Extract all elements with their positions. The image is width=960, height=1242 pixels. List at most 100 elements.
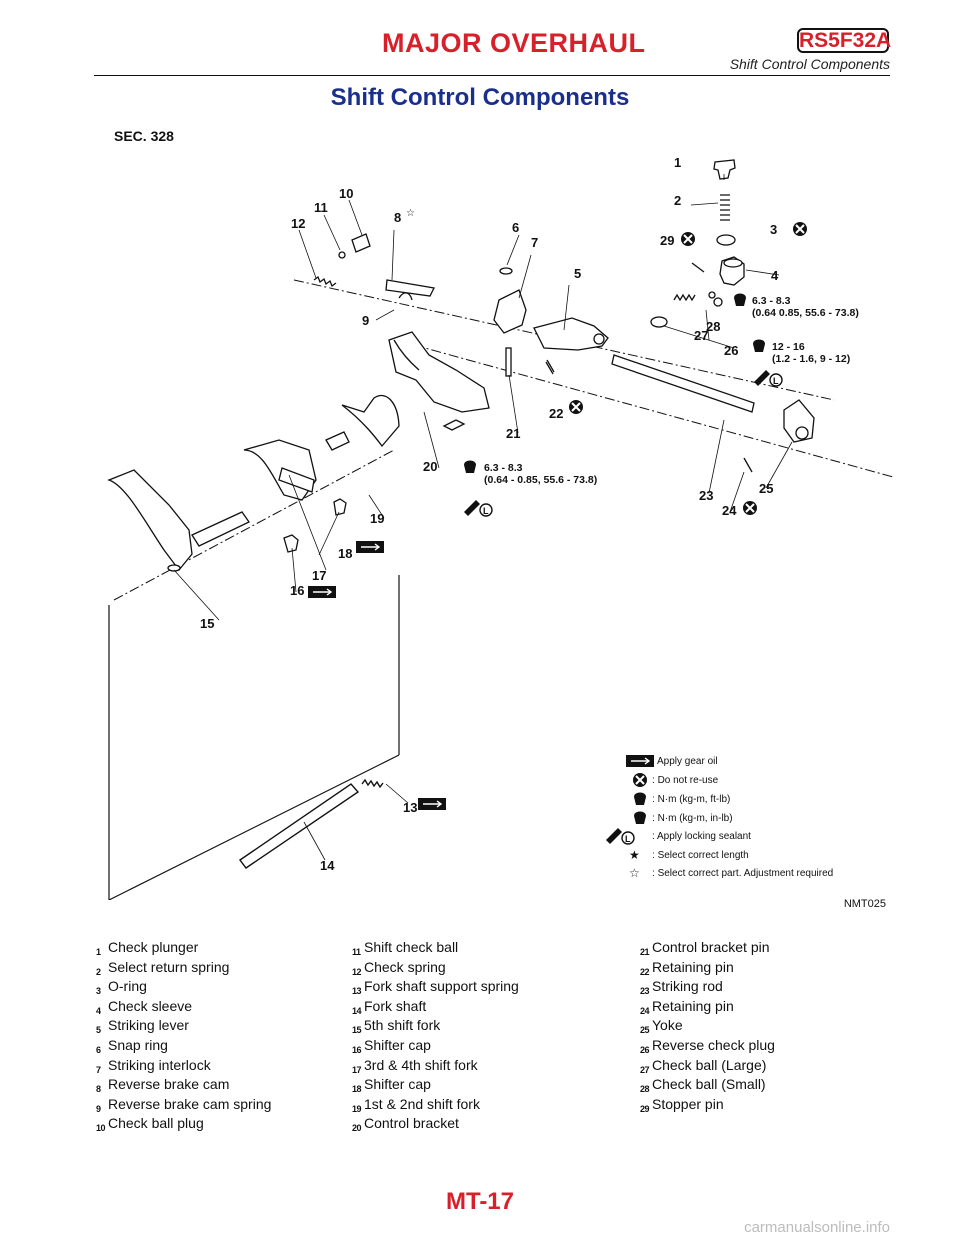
list-item: 5 Striking lever — [96, 1017, 271, 1037]
list-item: 2 Select return spring — [96, 959, 271, 979]
torque-callout-2-range: (1.2 - 1.6, 9 - 12) — [772, 353, 850, 365]
part-name: Striking interlock — [108, 1056, 211, 1073]
part-number: 23 — [640, 986, 650, 997]
svg-text:19: 19 — [370, 511, 384, 526]
svg-text:8: 8 — [394, 210, 401, 225]
svg-text:3: 3 — [770, 222, 777, 237]
part-number: 25 — [640, 1025, 650, 1036]
part-name: Shifter cap — [364, 1036, 431, 1053]
part-name: Check ball plug — [108, 1115, 204, 1132]
torque-callout-1-value: 6.3 - 8.3 — [752, 295, 791, 307]
part-number: 19 — [352, 1103, 362, 1114]
svg-text:23: 23 — [699, 488, 713, 503]
svg-text:2: 2 — [674, 193, 681, 208]
svg-text:1: 1 — [674, 155, 681, 170]
legend-locking-sealant: : Apply locking sealant — [652, 831, 751, 842]
sec-label: SEC. 328 — [114, 128, 174, 144]
legend-torque-ftlb: : N·m (kg-m, ft-lb) — [652, 794, 730, 805]
legend-gear-oil-sep: : — [652, 756, 655, 767]
svg-text:29: 29 — [660, 233, 674, 248]
part-name: Reverse brake cam spring — [108, 1095, 272, 1112]
svg-text:22: 22 — [549, 406, 563, 421]
part-number: 29 — [640, 1103, 650, 1114]
legend-gear-oil: : Apply gear oil — [652, 756, 718, 767]
model-code-badge: RS5F32A — [797, 28, 892, 53]
svg-text:21: 21 — [506, 426, 520, 441]
part-number: 8 — [96, 1084, 102, 1095]
svg-text:6: 6 — [512, 220, 519, 235]
svg-text:9: 9 — [362, 313, 369, 328]
part-number: 27 — [640, 1064, 650, 1075]
legend-locking-sealant-sep: : — [652, 831, 655, 842]
legend-do-not-reuse: : Do not re-use — [652, 775, 718, 786]
torque-callout-2-value: 12 - 16 — [772, 341, 805, 353]
section-title: MAJOR OVERHAUL — [382, 28, 646, 58]
part-number: 11 — [352, 947, 361, 957]
svg-text:13: 13 — [403, 800, 417, 815]
svg-text:7: 7 — [531, 235, 538, 250]
part-number: 10 — [96, 1123, 106, 1134]
svg-text:14: 14 — [320, 858, 335, 873]
legend-select-length: : Select correct length — [652, 850, 749, 861]
torque-callout-3-range: (0.64 - 0.85, 55.6 - 73.8) — [484, 474, 597, 486]
legend-torque-inlb-text: N·m (kg-m, in-lb) — [657, 813, 733, 824]
svg-text:18: 18 — [338, 546, 352, 561]
part-number: 18 — [352, 1084, 362, 1095]
part-name: Fork shaft support spring — [364, 978, 519, 995]
legend-torque-inlb: : N·m (kg-m, in-lb) — [652, 813, 733, 824]
part-number: 24 — [640, 1005, 650, 1016]
part-name: Snap ring — [108, 1036, 168, 1053]
torque-callout-1-range: (0.64 0.85, 55.6 - 73.8) — [752, 307, 859, 319]
svg-text:4: 4 — [771, 268, 779, 283]
part-number: 6 — [96, 1044, 102, 1055]
part-number: 21 — [640, 947, 650, 957]
part-name: Select return spring — [108, 958, 230, 975]
svg-text:20: 20 — [423, 459, 437, 474]
svg-text:★: ★ — [629, 848, 640, 862]
svg-text:11: 11 — [314, 200, 328, 215]
svg-text:10: 10 — [339, 186, 353, 201]
part-number: 3 — [96, 986, 102, 997]
svg-text:☆: ☆ — [629, 866, 640, 880]
legend-torque-ftlb-sep: : — [652, 794, 655, 805]
part-name: Stopper pin — [652, 1095, 724, 1112]
part-name: Retaining pin — [652, 997, 734, 1014]
part-name: Shifter cap — [364, 1076, 431, 1093]
part-number: 2 — [96, 966, 102, 977]
header-divider — [94, 75, 890, 76]
part-number: 14 — [352, 1005, 362, 1016]
part-name: Reverse brake cam — [108, 1076, 230, 1093]
part-name: Control bracket pin — [652, 939, 770, 955]
part-name: Fork shaft — [364, 997, 427, 1014]
svg-text:27: 27 — [694, 328, 708, 343]
part-name: Striking rod — [652, 978, 723, 995]
legend-torque-ftlb-text: N·m (kg-m, ft-lb) — [657, 794, 731, 805]
part-name: Retaining pin — [652, 958, 734, 975]
legend-do-not-reuse-text: Do not re-use — [657, 775, 719, 786]
legend-select-length-sep: : — [652, 850, 655, 861]
part-number: 5 — [96, 1025, 102, 1036]
part-name: Striking lever — [108, 1017, 189, 1034]
svg-text:17: 17 — [312, 568, 326, 583]
part-number: 22 — [640, 966, 650, 977]
part-number: 15 — [352, 1025, 362, 1036]
